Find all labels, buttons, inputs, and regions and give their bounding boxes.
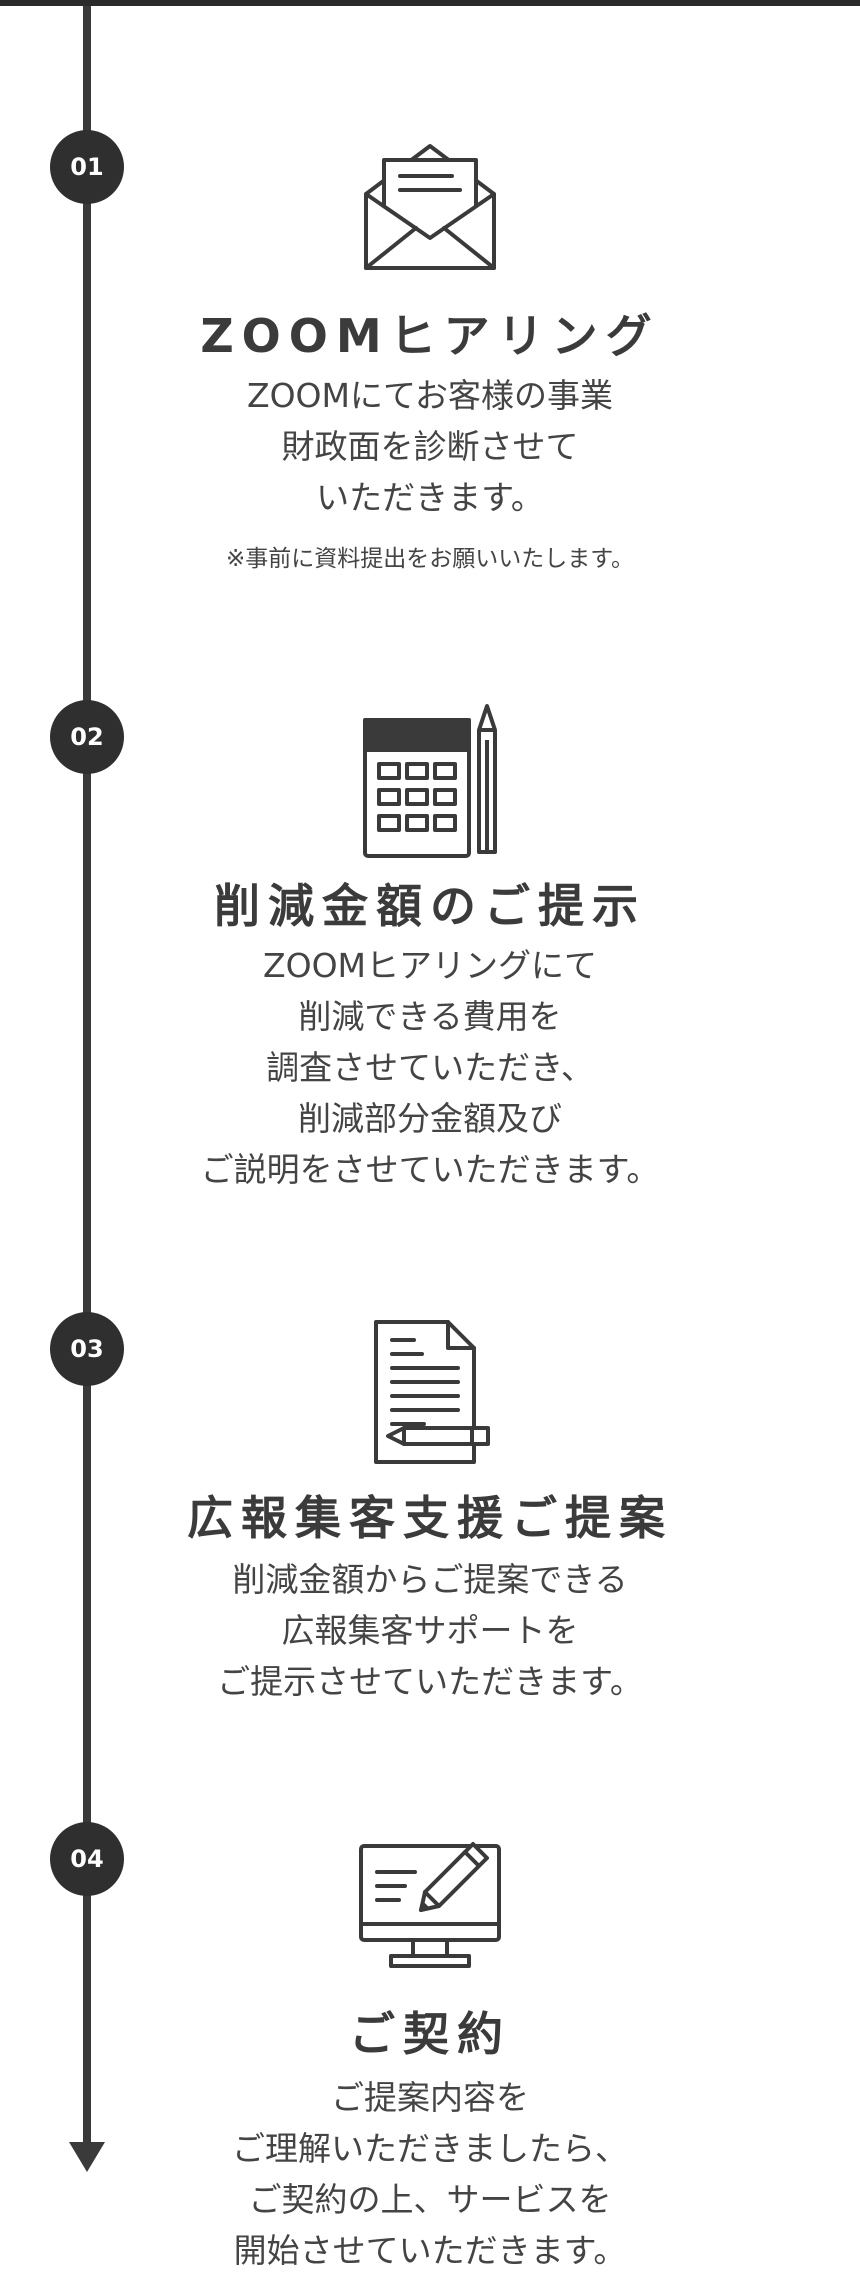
step-number-badge: 04 bbox=[50, 1822, 124, 1896]
document-pen-icon bbox=[0, 1318, 860, 1468]
step-description: ZOOMにてお客様の事業 財政面を診断させて いただきます。 bbox=[90, 370, 770, 523]
description-line: ZOOMヒアリングにて bbox=[262, 946, 598, 985]
timeline-arrow-icon bbox=[69, 2142, 105, 2172]
description-line: 広報集客サポートを bbox=[281, 1611, 579, 1650]
description-line: ご理解いただきましたら、 bbox=[232, 2129, 628, 2168]
description-line: ご提案内容を bbox=[331, 2078, 529, 2117]
envelope-icon bbox=[0, 140, 860, 275]
step-number-badge: 02 bbox=[50, 700, 124, 774]
monitor-pencil-icon bbox=[0, 1832, 860, 1972]
step-number-badge: 01 bbox=[50, 130, 124, 204]
step-title: 広報集客支援ご提案 bbox=[187, 1491, 673, 1545]
step-title: 削減金額のご提示 bbox=[214, 879, 646, 933]
step-title: ご契約 bbox=[349, 2007, 511, 2061]
step-description: ZOOMヒアリングにて 削減できる費用を 調査させていただき、 削減部分金額及び… bbox=[90, 940, 770, 1195]
step-title: ZOOMヒアリング bbox=[200, 309, 660, 363]
step-number-badge: 03 bbox=[50, 1312, 124, 1386]
description-line: 削減部分金額及び bbox=[298, 1099, 562, 1138]
description-line: ご契約の上、サービスを bbox=[248, 2180, 612, 2219]
calculator-pen-icon bbox=[0, 700, 860, 860]
step-note: ※事前に資料提出をお願いいたします。 bbox=[226, 546, 634, 572]
description-line: 削減金額からご提案できる bbox=[232, 1560, 628, 1599]
step-description: 削減金額からご提案できる 広報集客サポートを ご提示させていただきます。 bbox=[90, 1554, 770, 1707]
description-line: 削減できる費用を bbox=[298, 997, 562, 1036]
description-line: 調査させていただき、 bbox=[266, 1048, 594, 1087]
description-line: ご提示させていただきます。 bbox=[217, 1662, 643, 1701]
description-line: 財政面を診断させて bbox=[281, 427, 579, 466]
description-line: ZOOMにてお客様の事業 bbox=[246, 376, 614, 415]
timeline-line bbox=[83, 6, 91, 2146]
description-line: ご説明をさせていただきます。 bbox=[200, 1150, 660, 1189]
description-line: 開始させていただきます。 bbox=[233, 2231, 627, 2270]
description-line: いただきます。 bbox=[316, 478, 544, 517]
step-description: ご提案内容を ご理解いただきましたら、 ご契約の上、サービスを 開始させていただ… bbox=[90, 2072, 770, 2276]
top-border bbox=[0, 0, 860, 6]
